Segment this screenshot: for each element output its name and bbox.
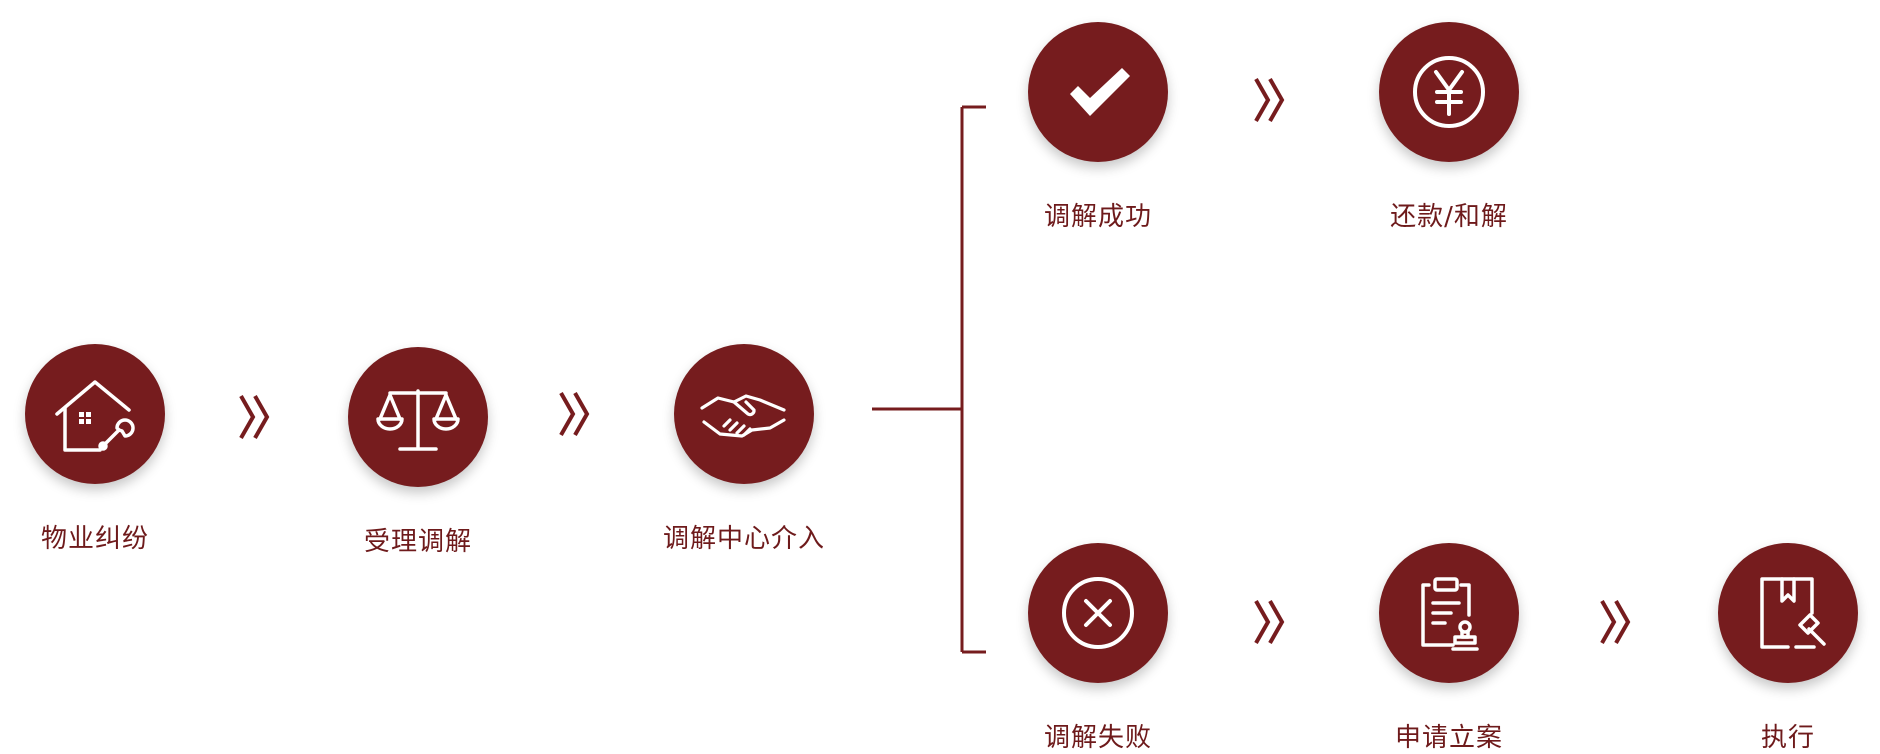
step-file-case: 申请立案 [1349,543,1549,754]
step-circle [674,344,814,484]
x-circle-icon [1062,577,1134,649]
step-circle [1718,543,1858,683]
scales-icon [376,389,460,451]
book-gavel-icon [1760,577,1826,649]
step-label: 物业纠纷 [40,524,149,554]
step-label: 申请立案 [1394,723,1503,753]
step-mediation-failure: 调解失败 [998,543,1198,754]
step-circle [348,347,488,487]
arrow-chevron-icon [555,389,595,439]
step-mediation-success: 调解成功 [998,22,1198,233]
arrow-chevron-icon [1596,597,1636,647]
clipboard-stamp-icon [1421,577,1479,651]
checkmark-icon [1070,68,1130,116]
step-label: 调解中心介入 [662,524,825,554]
step-center-intervene: 调解中心介入 [644,344,844,555]
step-property-dispute: 物业纠纷 [0,344,195,555]
step-label: 执行 [1760,723,1815,753]
step-circle [1028,543,1168,683]
arrow-chevron-icon [1250,75,1290,125]
step-label: 受理调解 [363,527,472,557]
step-accept-mediation: 受理调解 [318,347,518,558]
step-repay-settle: 还款/和解 [1349,22,1549,233]
arrow-chevron-icon [1250,597,1290,647]
step-circle [25,344,165,484]
step-label: 调解失败 [1043,723,1152,753]
yen-coin-icon [1413,56,1485,128]
step-circle [1379,22,1519,162]
house-wrench-icon [55,380,135,452]
step-circle [1379,543,1519,683]
step-execute: 执行 [1688,543,1880,754]
step-label: 还款/和解 [1390,202,1508,232]
step-label: 调解成功 [1043,202,1152,232]
handshake-icon [700,394,786,438]
step-circle [1028,22,1168,162]
arrow-chevron-icon [235,392,275,442]
